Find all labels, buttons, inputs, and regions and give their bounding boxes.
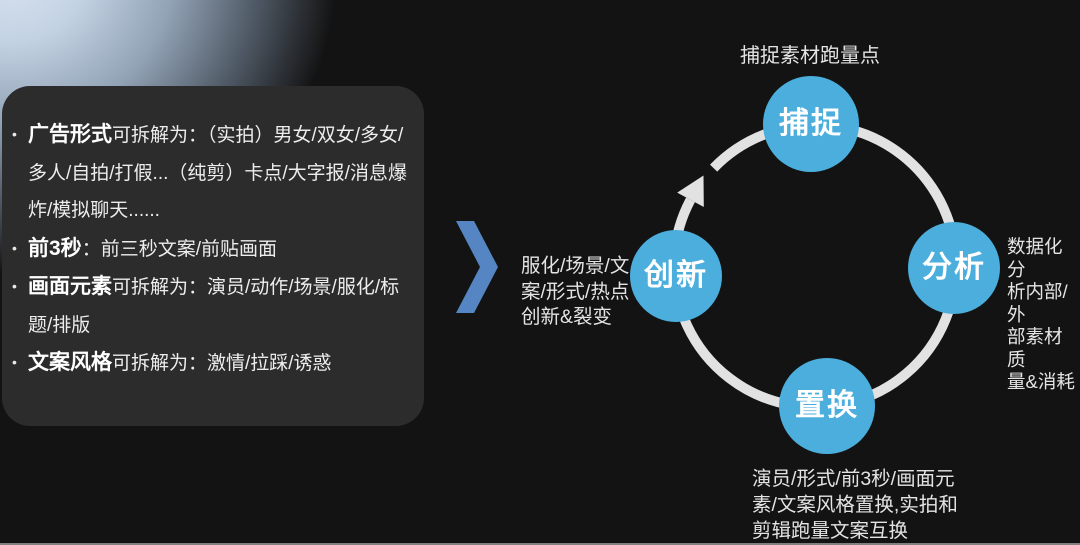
node-label-analyze: 分析 [922,251,986,284]
cycle-arrowhead-icon [677,175,704,207]
annotation-line: 部素材质 [1007,326,1063,370]
item-lead: 文案风格 [28,351,112,374]
node-label-swap: 置换 [795,389,859,422]
item-lead: 前3秒 [28,236,82,260]
node-circle-innovate [630,230,722,322]
annotation-line: 捕捉素材跑量点 [740,45,880,67]
annotation-analyze: 数据化分 析内部/外 部素材质 量&消耗 [1007,236,1080,394]
bullet-dot: • [12,354,17,370]
annotation-line: 素/文案风格置换,实拍和 [752,494,958,516]
cycle-diagram [630,76,1000,454]
annotation-line: 量&消耗 [1007,371,1075,392]
item-lead: 画面元素 [28,275,112,298]
chevron-shape [456,221,498,313]
item-text: 可拆解为：（实拍）男女/双女/多女/多人/自拍/打假...（纯剪）卡点/大字报/… [28,125,407,221]
bullet-dot: • [12,239,17,256]
bottom-strip [0,543,1080,545]
annotation-line: 案/形式/热点 [521,280,630,303]
annotation-line: 数据化分 [1007,236,1063,280]
item-text: 可拆解为：演员/动作/场景/服化/标题/排版 [28,277,400,336]
annotation-line: 析内部/外 [1007,281,1068,325]
annotation-line: 创新&裂变 [521,306,613,328]
breakdown-item-visual-elements: • 画面元素可拆解为：演员/动作/场景/服化/标题/排版 [12,268,416,344]
breakdown-item-first-3s: • 前3秒：前三秒文案/前贴画面 [12,230,416,269]
item-text: 可拆解为：激情/拉踩/诱惑 [112,353,332,374]
bullet-dot: • [12,278,17,294]
item-text: ：前三秒文案/前贴画面 [81,238,277,260]
breakdown-item-copy-style: • 文案风格可拆解为：激情/拉踩/诱惑 [12,344,416,383]
annotation-line: 服化/场景/文 [521,255,630,277]
breakdown-item-ad-format: • 广告形式可拆解为：（实拍）男女/双女/多女/多人/自拍/打假...（纯剪）卡点… [12,116,416,230]
node-label-innovate: 创新 [644,259,708,292]
annotation-swap: 演员/形式/前3秒/画面元 素/文案风格置换,实拍和 剪辑跑量文案互换 [752,466,958,544]
annotation-line: 演员/形式/前3秒/画面元 [752,468,955,490]
node-circle-analyze [908,222,1000,314]
node-circle-swap [779,358,875,454]
item-lead: 广告形式 [28,123,112,146]
breakdown-panel: • 广告形式可拆解为：（实拍）男女/双女/多女/多人/自拍/打假...（纯剪）卡点… [2,86,424,426]
annotation-capture: 捕捉素材跑量点 [660,44,960,68]
annotation-innovate: 服化/场景/文 案/形式/热点 创新&裂变 [521,254,629,331]
flow-chevron-icon [456,221,498,313]
annotation-line: 剪辑跑量文案互换 [752,520,909,542]
bullet-dot: • [12,126,17,142]
node-label-capture: 捕捉 [779,107,843,140]
node-circle-capture [763,76,859,172]
